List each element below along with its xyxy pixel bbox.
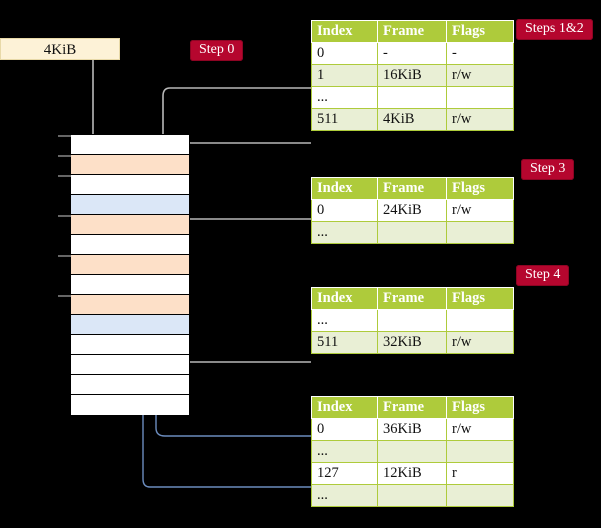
column-header-flags: Flags <box>446 20 514 43</box>
memory-frame-13 <box>71 395 189 415</box>
column-header-flags: Flags <box>446 287 514 310</box>
wire-step0 <box>87 49 94 140</box>
table-row: ... <box>311 221 514 244</box>
step-badge-step-4: Step 4 <box>516 265 570 286</box>
cell-frame <box>377 309 447 332</box>
cell-frame: - <box>377 42 447 65</box>
cell-flags <box>446 86 514 109</box>
memory-frame-1 <box>58 155 189 175</box>
cell-index: ... <box>311 309 378 332</box>
memory-frame-9 <box>71 315 189 335</box>
memory-frame-4 <box>58 215 189 235</box>
memory-frame-12 <box>71 375 189 395</box>
cell-index: ... <box>311 484 378 507</box>
cell-flags: r/w <box>446 331 514 354</box>
memory-tick-1 <box>58 155 71 157</box>
cell-flags: - <box>446 42 514 65</box>
step-badge-step-0: Step 0 <box>190 40 244 61</box>
cell-flags <box>446 221 514 244</box>
column-header-index: Index <box>311 20 378 43</box>
memory-tick-8 <box>58 295 71 297</box>
column-header-frame: Frame <box>377 287 447 310</box>
table-row: 0-- <box>311 42 514 65</box>
cell-index: 0 <box>311 418 378 441</box>
column-header-frame: Frame <box>377 20 447 43</box>
table-row: ... <box>311 484 514 507</box>
cell-frame <box>377 484 447 507</box>
memory-frame-2 <box>58 175 189 195</box>
column-header-frame: Frame <box>377 396 447 419</box>
column-header-flags: Flags <box>446 177 514 200</box>
column-header-frame: Frame <box>377 177 447 200</box>
memory-frame-11 <box>71 355 189 375</box>
table-row: ... <box>311 309 514 332</box>
virtual-address-box: 4KiB <box>0 38 120 60</box>
cell-frame <box>377 440 447 463</box>
memory-tick-2 <box>58 175 71 177</box>
cell-flags: r/w <box>446 108 514 131</box>
wire-steps12-in <box>162 87 311 140</box>
cell-frame <box>377 86 447 109</box>
table-row: ... <box>311 440 514 463</box>
cell-frame: 36KiB <box>377 418 447 441</box>
memory-frame-0 <box>58 135 189 155</box>
memory-tick-4 <box>58 215 71 217</box>
column-header-index: Index <box>311 177 378 200</box>
cell-index: 0 <box>311 199 378 222</box>
cell-index: ... <box>311 440 378 463</box>
step-badge-steps-1-2: Steps 1&2 <box>516 19 593 40</box>
cell-index: 127 <box>311 462 378 485</box>
table-row: ... <box>311 86 514 109</box>
cell-index: 511 <box>311 331 378 354</box>
cell-flags: r/w <box>446 64 514 87</box>
cell-flags: r/w <box>446 199 514 222</box>
cell-frame: 16KiB <box>377 64 447 87</box>
column-header-flags: Flags <box>446 396 514 419</box>
cell-index: 1 <box>311 64 378 87</box>
memory-tick-0 <box>58 135 71 137</box>
cell-frame: 4KiB <box>377 108 447 131</box>
cell-index: 511 <box>311 108 378 131</box>
column-header-index: Index <box>311 396 378 419</box>
cell-frame: 32KiB <box>377 331 447 354</box>
step-badge-step-3: Step 3 <box>521 159 575 180</box>
memory-frame-5 <box>71 235 189 255</box>
cell-flags <box>446 309 514 332</box>
cell-index: ... <box>311 221 378 244</box>
cell-flags: r/w <box>446 418 514 441</box>
cell-index: ... <box>311 86 378 109</box>
cell-flags: r <box>446 462 514 485</box>
memory-frame-7 <box>71 275 189 295</box>
cell-flags <box>446 440 514 463</box>
memory-frame-6 <box>58 255 189 275</box>
cell-flags <box>446 484 514 507</box>
memory-frame-8 <box>58 295 189 315</box>
cell-frame: 24KiB <box>377 199 447 222</box>
memory-tick-6 <box>58 255 71 257</box>
cell-frame: 12KiB <box>377 462 447 485</box>
cell-frame <box>377 221 447 244</box>
column-header-index: Index <box>311 287 378 310</box>
memory-frame-10 <box>71 335 189 355</box>
memory-frame-3 <box>71 195 189 215</box>
cell-index: 0 <box>311 42 378 65</box>
physical-memory-column <box>58 134 190 415</box>
